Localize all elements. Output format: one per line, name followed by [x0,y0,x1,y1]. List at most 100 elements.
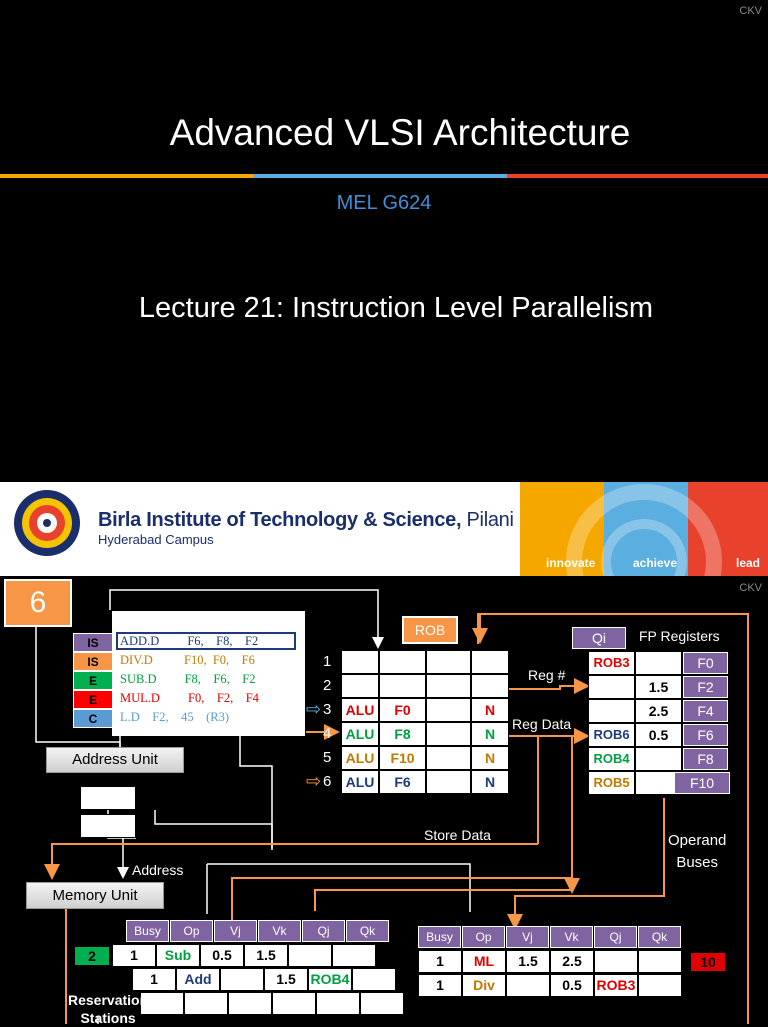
instruction-line: ADD.D F6, F8, F2 [120,634,259,648]
instruction-line: MUL.D F0, F2, F4 [120,691,259,705]
institute-name-bold: Birla Institute of Technology & Science, [98,509,462,531]
instruction-line: DIV.D F10, F0, F6 [120,653,255,667]
institute-name: Birla Institute of Technology & Science,… [98,509,514,532]
rob-cell-ready: N [471,698,509,722]
memory-unit: Memory Unit [26,882,164,909]
rs-left-cell-busy: 1 [112,944,156,967]
datapath-lines [35,589,749,1024]
rs-right-cell-vj: 1.5 [506,950,550,973]
rs-right-cell-busy: 1 [418,950,462,973]
arrow-icon: ⇨ [306,771,322,791]
rob-cell-val [426,746,471,770]
rs-left-cell-busy: 1 [132,968,176,991]
rs-right-cell-busy: 1 [418,974,462,997]
rs-left-cell-qj: ROB4 [308,968,352,991]
rs-left-cell-qk [352,968,396,991]
band-text-innovate: innovate [546,556,596,570]
rs-right-header: Op [462,926,505,948]
slide-title: Advanced VLSI Architecture [169,112,631,153]
rs-left-header: Vj [214,920,257,942]
rs-right-cell-qk [638,974,682,997]
rob-row-number: 6 [323,773,332,790]
rs-left-cell-vj [228,992,272,1015]
rs-left-cell-qj [316,992,360,1015]
fp-registers-label: FP Registers [639,628,720,644]
rob-cell-type [341,674,379,698]
rs-left-header: Vk [258,920,301,942]
operand-buses-label: Operand Buses [668,832,727,871]
fp-reg-name: F4 [683,700,728,722]
rs-right-cell-qk [638,950,682,973]
fp-reg-name: F0 [683,652,728,674]
rob-cell-val [426,770,471,794]
rob-cell-val [426,698,471,722]
rob-cell-dest [379,674,426,698]
rob-cell-type: ALU [341,698,379,722]
rob-cell-val [426,674,471,698]
rob-cell-dest: F0 [379,698,426,722]
rs-right-cell-op: ML [462,950,506,973]
rs-right-header: Qj [594,926,637,948]
fp-reg-qi: ROB3 [588,651,635,675]
rs-left-cell-busy [140,992,184,1015]
watermark: CKV [739,5,762,17]
course-code: MEL G624 [336,192,432,214]
qi-header: Qi [572,627,626,649]
rob-cell-ready: N [471,770,509,794]
rs-right-cell-qj [594,950,638,973]
rs-left-cell-qj [288,944,332,967]
rs-left-header: Op [170,920,213,942]
rs-left-cell-op: Add [176,968,220,991]
rob-row-number: 2 [323,677,332,694]
rs-right-header: Vk [550,926,593,948]
rs-left-header: Busy [126,920,169,942]
fp-reg-qi: ROB4 [588,747,635,771]
instruction-line: SUB.D F8, F6, F2 [120,672,256,686]
lecture-title: Lecture 21: Instruction Level Parallelis… [138,292,654,324]
stage-badge: E [73,690,113,709]
rob-cell-val [426,722,471,746]
rs-left-header: Qk [346,920,389,942]
stage-badge: C [73,709,113,728]
rs-left-cell-vk: 1.5 [264,968,308,991]
rs-left-cell-qk [360,992,404,1015]
rob-cell-type: ALU [341,770,379,794]
rs-right-header: Busy [418,926,461,948]
instruction-line: L.D F2, 45 (R3) [120,710,230,724]
rob-cell-type: ALU [341,746,379,770]
rob-cell-ready [471,674,509,698]
rob-cell-dest: F10 [379,746,426,770]
rob-row-number: 4 [323,725,332,742]
current-instruction-highlight [116,632,296,650]
band-innovate [520,482,604,576]
title-divider [0,174,768,178]
fp-reg-value: 1.5 [635,675,682,699]
reg-data-label: Reg Data [512,716,572,732]
rob-row-number: 1 [323,653,332,670]
rs-left-cell-vj: 0.5 [200,944,244,967]
fp-reg-value [635,651,682,675]
gear-icon [566,484,722,576]
instruction-queue [112,611,305,736]
fp-reg-value: 0.5 [635,723,682,747]
rob-cell-type: ALU [341,722,379,746]
rs-right-cell-vk: 2.5 [550,950,594,973]
fp-reg-qi [588,699,635,723]
rs-right-cell-op: Div [462,974,506,997]
fp-reg-name: F6 [683,724,728,746]
rs-left-header: Qj [302,920,345,942]
store-data-label: Store Data [424,827,491,843]
address-unit: Address Unit [46,747,184,773]
band-achieve [604,482,688,576]
institute-city: Pilani [461,509,514,531]
fp-reg-name: F2 [683,676,728,698]
rob-cell-ready: N [471,722,509,746]
rs-right-cell-vj [506,974,550,997]
address-label: Address [132,862,184,878]
fp-reg-name: F8 [683,748,728,770]
arrow-icon: ⇨ [306,699,322,719]
rob-cell-dest [379,650,426,674]
reservation-stations-label: Reservation Stations [68,992,149,1026]
rs-right-header: Qk [638,926,681,948]
fp-reg-qi: ROB5 [588,771,635,795]
